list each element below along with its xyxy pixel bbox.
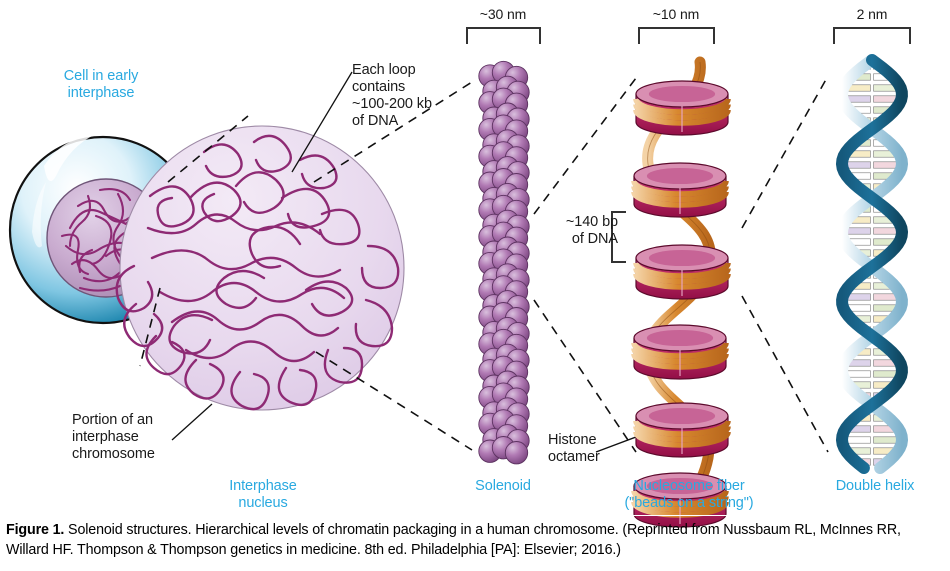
nucleosome-fiber-illustration [631,56,731,528]
scale-label-helix: 2 nm [856,6,888,22]
scale-bracket-10nm [638,27,715,44]
double-helix-illustration [835,54,909,474]
scale-label-nucleosome: ~10 nm [652,6,700,22]
caption-solenoid: Solenoid [475,478,531,494]
caption-divider [0,515,950,516]
scale-bracket-2nm [833,27,911,44]
figure-label: Figure 1. [6,522,65,538]
figure-caption-text: Solenoid structures. Hierarchical levels… [6,522,901,559]
scale-bracket-30nm [466,27,541,44]
portion-note: Portion of an interphase chromosome [72,412,155,462]
connector-cell-to-nucleus [139,115,249,367]
caption-double-helix: Double helix [835,478,915,494]
chromatin-loops [115,134,400,411]
caption-interphase-nucleus: Interphase nucleus [229,478,297,512]
scale-label-solenoid: ~30 nm [479,6,527,22]
connector-solenoid-to-nucleosome [533,77,637,453]
loop-note: Each loop contains ~100-200 kb of DNA [352,62,432,129]
bp-note: ~140 bp of DNA [565,214,618,247]
scale-brackets [466,27,911,263]
figure-caption: Figure 1. Solenoid structures. Hierarchi… [6,520,946,561]
caption-nucleosome: Nucleosome fiber ("beads on a string") [624,478,754,512]
interphase-nucleus-illustration [115,125,405,411]
cell-title: Cell in early interphase [63,68,139,102]
histone-note: Histone octamer [548,432,600,465]
connector-nucleosome-to-helix [741,75,829,453]
solenoid-illustration [478,60,530,465]
scale-bracket-140bp [611,211,626,263]
